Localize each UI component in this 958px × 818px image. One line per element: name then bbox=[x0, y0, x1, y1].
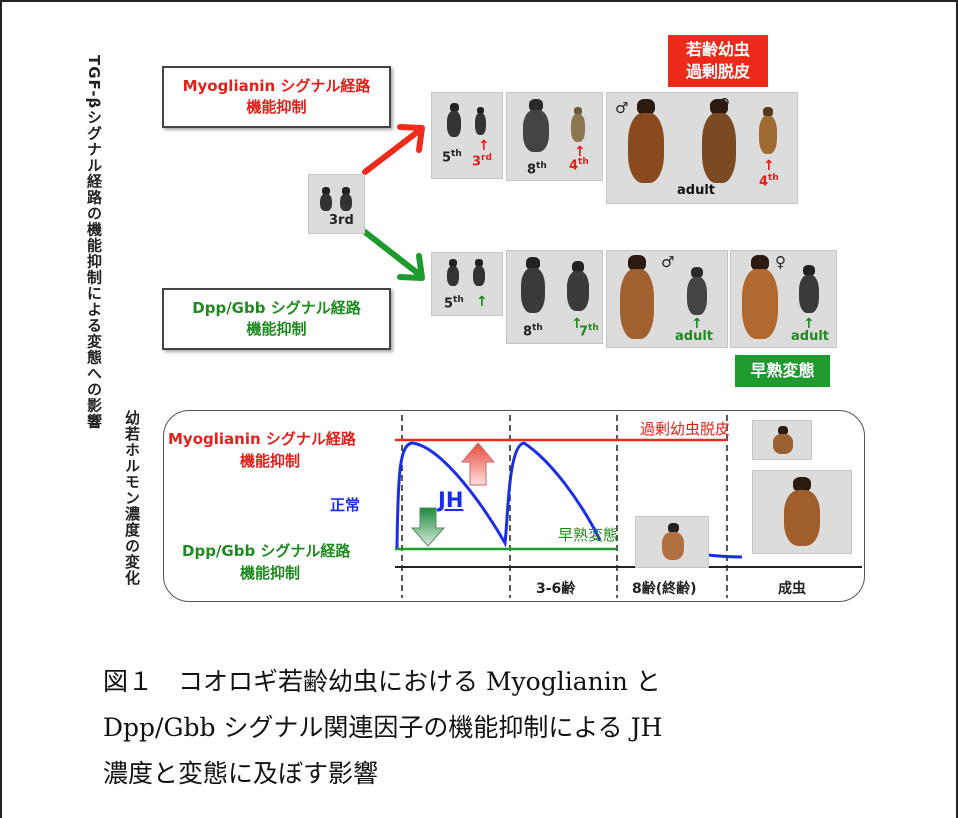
chart-stage1-label: 3-6齢 bbox=[536, 581, 576, 597]
cricket-icon bbox=[617, 255, 657, 341]
precocious-tag: 早熟変態 bbox=[735, 355, 830, 387]
up-arrow-icon: ↑ bbox=[803, 316, 815, 332]
chart-adult-photo bbox=[752, 470, 852, 554]
frame-left-border bbox=[0, 0, 2, 818]
bottom-photo-2: 8th ↑ 7th bbox=[506, 250, 603, 344]
top-p1-right-stage: 3rd bbox=[472, 153, 492, 170]
cricket-icon bbox=[699, 99, 739, 185]
chart-myo-line2: 機能抑制 bbox=[240, 452, 301, 470]
start-3rd-photo: 3rd bbox=[308, 174, 365, 234]
excess-molt-tag-line1: 若齢幼虫 bbox=[685, 40, 750, 59]
bottom-p1-left-stage: 5th bbox=[444, 295, 464, 312]
cricket-icon bbox=[474, 107, 487, 135]
cricket-icon bbox=[339, 187, 353, 211]
cricket-icon bbox=[319, 187, 333, 211]
top-p3-adult: adult bbox=[677, 183, 716, 198]
cricket-icon bbox=[781, 477, 823, 547]
bottom-vertical-label: 幼若ホルモン濃度の変化 bbox=[123, 410, 141, 586]
cricket-icon bbox=[625, 99, 667, 185]
up-arrow-icon: ↑ bbox=[574, 144, 586, 160]
cricket-icon bbox=[519, 257, 547, 315]
chart-stage2-label: 8齢(終齢) bbox=[632, 581, 697, 597]
jh-decrease-arrow-icon bbox=[410, 507, 446, 547]
bottom-photo-3: ♂ ↑ adult bbox=[606, 250, 728, 348]
cricket-icon bbox=[521, 99, 551, 154]
cricket-icon bbox=[797, 265, 821, 315]
chart-dpp-line1: Dpp/Gbb シグナル経路 bbox=[182, 542, 351, 560]
green-arrow-icon bbox=[362, 229, 425, 281]
cricket-icon bbox=[771, 426, 795, 454]
up-arrow-icon: ↑ bbox=[476, 294, 488, 310]
top-p2-left-stage: 8th bbox=[527, 161, 547, 178]
caption-line-1: 図１ コオロギ若齢幼虫における Myoglianin と bbox=[103, 667, 661, 696]
up-arrow-icon: ↑ bbox=[571, 316, 583, 332]
jh-increase-arrow-icon bbox=[460, 442, 496, 486]
bottom-photo-4: ♀ ↑ adult bbox=[730, 250, 837, 348]
cricket-icon bbox=[446, 103, 462, 139]
cricket-icon bbox=[739, 255, 781, 341]
jh-chart-panel bbox=[163, 410, 865, 602]
top-photo-1: 5th ↑ 3rd bbox=[431, 92, 503, 179]
cricket-icon bbox=[565, 261, 591, 313]
top-vertical-label: TGF-βシグナル経路の機能抑制による変態への影響 bbox=[85, 55, 103, 430]
start-stage-label: 3rd bbox=[329, 213, 354, 228]
bottom-p2-right-stage: 7th bbox=[579, 323, 599, 340]
cricket-icon bbox=[472, 259, 486, 287]
bottom-p4-adult: adult bbox=[791, 329, 830, 344]
chart-excess-label: 過剰幼虫脱皮 bbox=[640, 420, 731, 438]
chart-dpp-line2: 機能抑制 bbox=[240, 564, 301, 582]
chart-myo-line1: Myoglianin シグナル経路 bbox=[168, 430, 356, 448]
up-arrow-icon: ↑ bbox=[478, 138, 490, 154]
chart-precocious-label: 早熟変態 bbox=[558, 526, 619, 544]
jh-normal-curve bbox=[395, 441, 602, 549]
frame-right-border bbox=[956, 0, 958, 818]
cricket-icon bbox=[685, 267, 709, 317]
cricket-icon bbox=[660, 523, 686, 561]
bottom-p3-male: ♂ bbox=[661, 253, 675, 271]
myoglianin-label-box: Myoglianin シグナル経路 機能抑制 bbox=[162, 66, 391, 128]
bottom-p2-left-stage: 8th bbox=[523, 323, 543, 340]
top-p3-male: ♂ bbox=[615, 99, 629, 117]
chart-jh-label: JH bbox=[438, 488, 464, 512]
precocious-tag-label: 早熟変態 bbox=[750, 361, 815, 380]
frame-top-border bbox=[0, 0, 958, 2]
caption-line-2: Dpp/Gbb シグナル関連因子の機能抑制による JH bbox=[103, 713, 663, 742]
excess-molt-tag-line2: 過剰脱皮 bbox=[685, 62, 750, 81]
top-p1-left-stage: 5th bbox=[442, 149, 462, 166]
chart-normal-label: 正常 bbox=[330, 496, 361, 514]
cricket-icon bbox=[446, 259, 460, 287]
dpp-box-line2: 機能抑制 bbox=[246, 320, 307, 338]
myoglianin-box-line1: Myoglianin シグナル経路 bbox=[182, 77, 371, 95]
excess-molt-tag: 若齢幼虫 過剰脱皮 bbox=[668, 35, 768, 87]
top-p2-right-stage: 4th bbox=[569, 157, 589, 174]
cricket-icon bbox=[569, 107, 587, 143]
top-photo-2: 8th ↑ 4th bbox=[506, 92, 603, 181]
bottom-p4-female: ♀ bbox=[775, 253, 786, 271]
red-arrow-icon bbox=[362, 124, 425, 175]
dpp-box-line1: Dpp/Gbb シグナル経路 bbox=[192, 299, 361, 317]
top-photo-3: ♂ ♀ adult ↑ 4th bbox=[606, 92, 798, 204]
up-arrow-icon: ↑ bbox=[763, 158, 775, 174]
up-arrow-icon: ↑ bbox=[691, 316, 703, 332]
dpp-gbb-label-box: Dpp/Gbb シグナル経路 機能抑制 bbox=[162, 288, 391, 350]
cricket-icon bbox=[757, 107, 779, 155]
chart-stage3-label: 成虫 bbox=[778, 581, 806, 597]
bottom-photo-1: 5th ↑ bbox=[431, 252, 503, 316]
bottom-p3-adult: adult bbox=[675, 329, 714, 344]
chart-excess-photo bbox=[752, 420, 812, 460]
chart-precocious-photo bbox=[635, 516, 709, 568]
myoglianin-box-line2: 機能抑制 bbox=[246, 98, 307, 116]
caption-line-3: 濃度と変態に及ぼす影響 bbox=[103, 759, 379, 788]
top-p3-right-stage: 4th bbox=[759, 173, 779, 190]
